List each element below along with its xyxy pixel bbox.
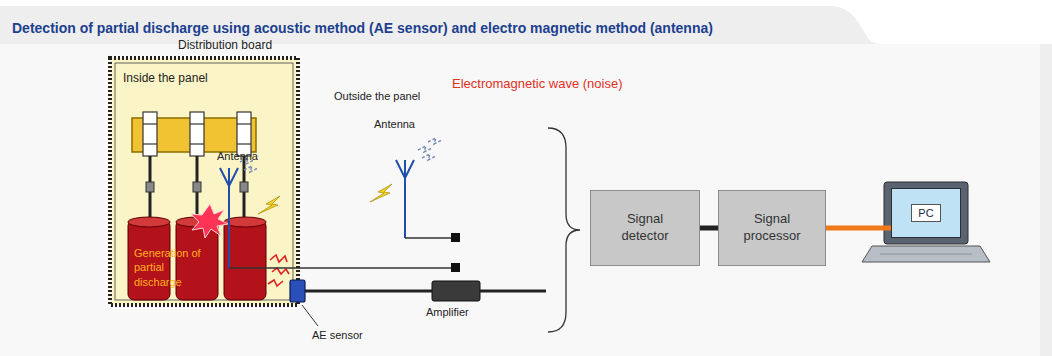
amplifier (432, 281, 480, 301)
sensor-label: AE sensor (312, 329, 363, 342)
node-text: Signal processor (730, 211, 814, 245)
panel-inner-line (115, 63, 293, 300)
transformer-box: Generation of partial discharge (128, 226, 248, 300)
inner-antenna (220, 168, 452, 268)
outer-antenna (396, 160, 452, 238)
node-text: Signal detector (605, 211, 685, 245)
discharge-label: Generation of partial discharge (134, 246, 214, 289)
outside-label: Outside the panel (334, 90, 420, 103)
cable-clamps (146, 182, 248, 192)
brace (548, 128, 580, 332)
terminal (451, 233, 460, 242)
pc-screen: PC (891, 188, 961, 238)
antenna-label: Antenna (217, 150, 258, 163)
signal-processor-box: Signal processor (718, 190, 826, 266)
antenna-label: Antenna (374, 118, 415, 131)
signal-detector-box: Signal detector (590, 190, 700, 266)
lightning (258, 184, 392, 214)
amplifier-cable (480, 290, 546, 293)
discharge-spark (191, 204, 228, 238)
terminal (451, 263, 460, 272)
noise-label: Electromagnetic wave (noise) (452, 77, 623, 92)
diagram-title: Detection of partial discharge using aco… (12, 20, 713, 36)
board-heading: Distribution board (178, 38, 272, 54)
acoustic-waves (268, 255, 289, 286)
laptop-base (862, 246, 990, 262)
body-panel (0, 44, 1040, 356)
keyboard (880, 254, 972, 255)
radio-waves (240, 138, 442, 172)
laptop-lid (884, 182, 968, 244)
node-text: PC (911, 204, 940, 222)
distribution-board: Distribution boardInside the panelGenera… (108, 38, 300, 306)
ae-sensor (290, 280, 305, 302)
sensor-cable (304, 290, 432, 293)
leader-line (302, 305, 318, 326)
amplifier-label: Amplifier (426, 306, 469, 319)
connector (700, 226, 718, 231)
tab-panel (0, 6, 1052, 356)
fuses (143, 112, 251, 156)
usb-cable (826, 226, 891, 231)
panel-label: Inside the panel (123, 71, 208, 87)
